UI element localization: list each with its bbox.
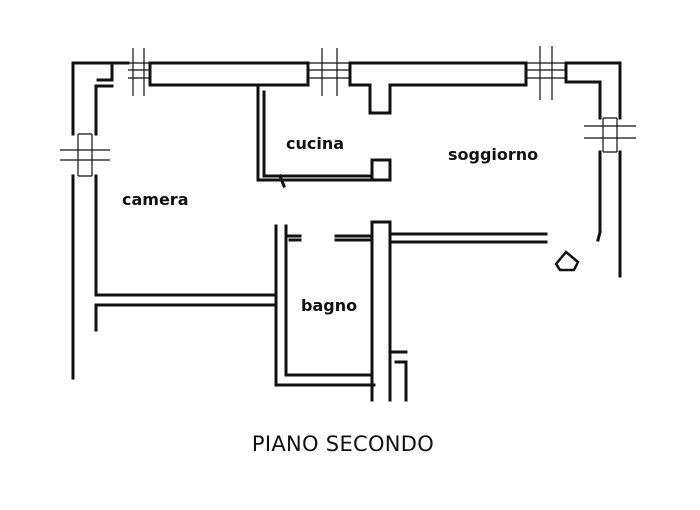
room-label-camera: camera bbox=[122, 190, 189, 209]
interior-walls bbox=[94, 84, 548, 402]
room-label-soggiorno: soggiorno bbox=[448, 145, 539, 164]
floor-title: PIANO SECONDO bbox=[251, 432, 435, 456]
window-ticks bbox=[60, 46, 636, 177]
stair-symbol bbox=[554, 250, 580, 272]
room-label-bagno: bagno bbox=[301, 296, 358, 315]
room-label-cucina: cucina bbox=[286, 134, 345, 153]
exterior-walls bbox=[71, 61, 622, 380]
